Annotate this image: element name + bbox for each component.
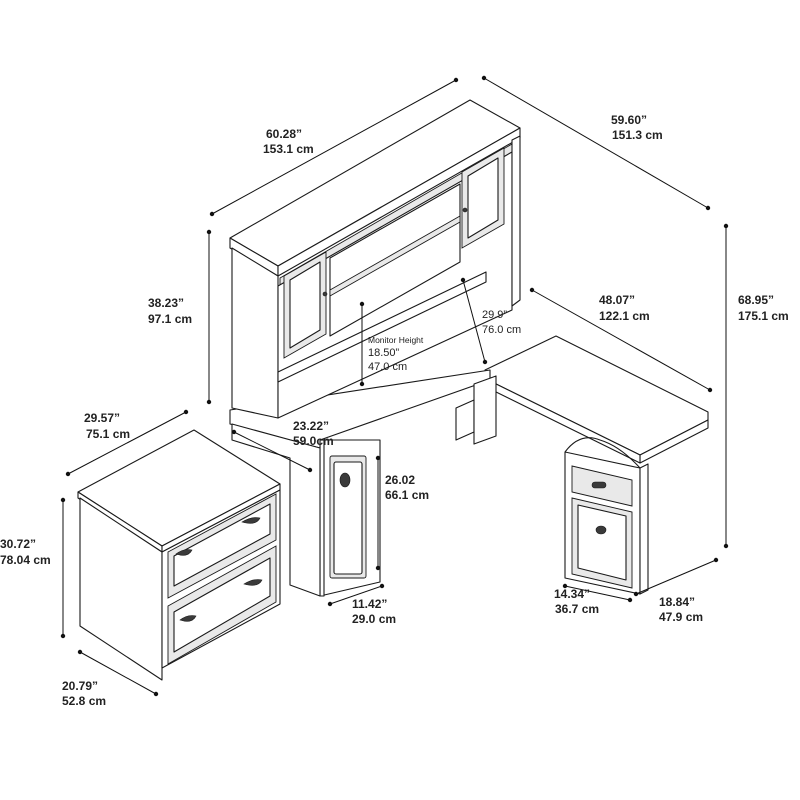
overall-width-line [483,77,709,209]
file-width-imperial: 29.57” [84,411,120,425]
monitor-height-title: Monitor Height [368,335,424,345]
hutch [229,99,521,419]
drawer-width-metric: 36.7 cm [555,602,599,616]
file-width-metric: 75.1 cm [86,427,130,441]
kneehole-width-metric: 59.0cm [293,434,334,448]
desk-leg-support [455,399,475,441]
file-cabinet-side [79,497,163,681]
main-desk-left-side [231,423,321,597]
lower-drawer-handle-right [243,579,263,586]
pencil-drawer-handle [591,481,607,489]
hutch-center-cubbies [329,183,461,337]
main-desk-top [229,369,491,449]
overall-width-metric: 151.3 cm [612,128,663,142]
upper-drawer-handle-right [241,517,261,524]
hutch-right-side [511,135,521,307]
file-height-metric: 78.04 cm [0,553,51,567]
overall-width-imperial: 59.60” [611,113,647,127]
file-width-line [67,411,187,475]
overall-height-metric: 175.1 cm [738,309,789,323]
kneehole-width-imperial: 23.22” [293,419,329,433]
hutch-width-imperial: 60.28” [266,127,302,141]
return-depth-imperial: 18.84” [659,595,695,609]
file-drawer-knob [595,525,607,535]
drawer-width-line [564,585,631,601]
dimension-labels: 60.28” 153.1 cm 59.60” 151.3 cm 38.23” 9… [0,113,789,708]
right-pedestal-side [639,463,649,595]
pedestal-depth-imperial: 11.42” [352,597,387,611]
return-length-metric: 122.1 cm [599,309,650,323]
file-depth-imperial: 20.79” [62,679,98,693]
dimension-lines [60,75,729,697]
lower-drawer-inner [173,557,271,653]
hutch-left-side [231,247,279,419]
kneehole-height-imperial: 26.02 [385,473,415,487]
desk-height-imperial: 29.9” [482,309,507,321]
return-depth-line [635,559,717,595]
l-shaped-desk [229,335,709,597]
desk-corner-leg [473,375,497,445]
pedestal-depth-line [329,585,383,605]
file-depth-metric: 52.8 cm [62,694,106,708]
monitor-height-metric: 47.0 cm [368,361,407,373]
desk-height-metric: 76.0 cm [482,324,521,336]
lateral-file-cabinet [77,429,281,681]
hutch-lower-rail [277,271,487,383]
hutch-right-door-louvers [467,157,499,239]
return-depth-metric: 47.9 cm [659,610,703,624]
file-depth-line [79,651,157,695]
upper-drawer-handle [175,549,193,556]
overall-height-imperial: 68.95” [738,293,774,307]
file-height-imperial: 30.72” [0,537,36,551]
hutch-left-door-louvers [289,261,321,349]
pedestal-door-inner [333,461,363,575]
drawer-width-imperial: 14.34” [554,587,590,601]
kneehole-height-metric: 66.1 cm [385,488,429,502]
monitor-height-imperial: 18.50” [368,347,400,359]
pedestal-depth-metric: 29.0 cm [352,612,396,626]
pedestal-door-knob [339,472,351,488]
lower-drawer-handle [179,615,197,622]
desk-height-line [462,279,486,363]
upper-drawer-inner [173,503,271,587]
return-length-line [531,289,711,391]
left-door-knob [322,291,328,297]
left-pedestal-side [319,439,325,597]
kneehole-width-line [233,431,311,471]
hutch-height-imperial: 38.23” [148,296,184,310]
hutch-center-shelf [329,215,461,297]
file-drawer-inner [577,504,627,581]
pedestal-scroll-top [564,437,641,469]
hutch-width-metric: 153.1 cm [263,142,314,156]
hutch-height-metric: 97.1 cm [148,312,192,326]
right-door-knob [462,207,468,213]
hutch-width-line [211,79,457,215]
return-length-imperial: 48.07” [599,293,635,307]
